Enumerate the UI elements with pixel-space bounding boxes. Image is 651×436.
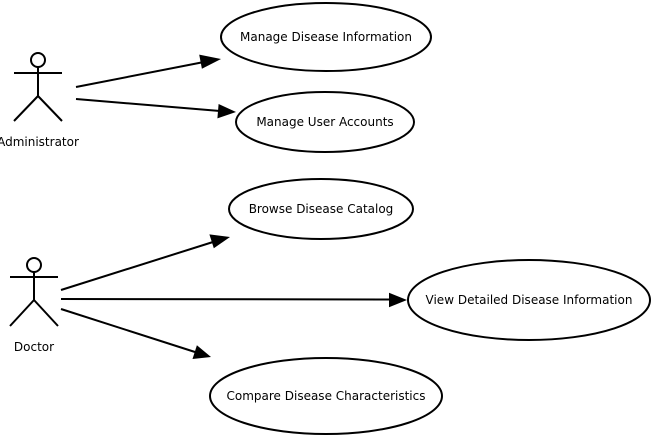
usecase-label: View Detailed Disease Information <box>426 293 633 307</box>
actor-doctor: Doctor <box>9 257 59 354</box>
association-admin-manage-user-accounts <box>75 98 236 119</box>
usecase-manage-disease-information: Manage Disease Information <box>220 2 432 72</box>
arrowhead-icon <box>217 104 236 119</box>
usecase-label: Compare Disease Characteristics <box>227 389 426 403</box>
usecase-label: Manage Disease Information <box>240 30 412 44</box>
actor-administrator: Administrator <box>0 52 79 149</box>
association-admin-manage-disease-information <box>75 54 221 88</box>
association-doctor-browse-disease-catalog <box>60 234 230 291</box>
arrowhead-icon <box>389 292 407 308</box>
usecase-manage-user-accounts: Manage User Accounts <box>235 91 415 153</box>
doctor-label: Doctor <box>14 340 54 354</box>
usecase-label: Manage User Accounts <box>256 115 393 129</box>
arrowhead-icon <box>209 234 230 249</box>
administrator-label: Administrator <box>0 135 79 149</box>
administrator-stick-figure-icon <box>13 52 63 122</box>
association-doctor-view-detailed-disease-information <box>60 292 407 308</box>
arrowhead-icon <box>192 345 211 359</box>
arrowhead-icon <box>199 54 221 69</box>
doctor-stick-figure-icon <box>9 257 59 327</box>
usecase-label: Browse Disease Catalog <box>249 202 394 216</box>
usecase-browse-disease-catalog: Browse Disease Catalog <box>228 178 414 240</box>
usecase-compare-disease-characteristics: Compare Disease Characteristics <box>209 357 443 435</box>
association-doctor-compare-disease-characteristics <box>60 308 211 359</box>
usecase-view-detailed-disease-information: View Detailed Disease Information <box>407 259 651 341</box>
